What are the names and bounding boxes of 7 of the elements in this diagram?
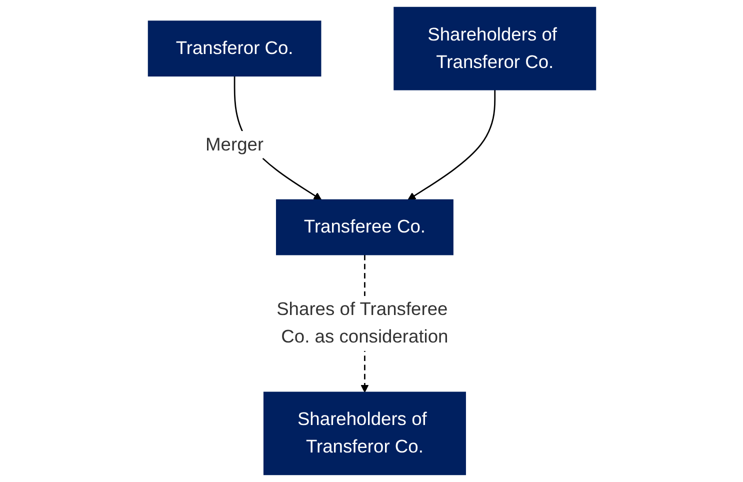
edge-label: Merger — [205, 134, 264, 155]
node-box: Transferor Co. — [147, 20, 321, 77]
node-box: Transferee Co. — [275, 199, 453, 256]
node-box: Shareholders of Transferor Co. — [393, 6, 596, 90]
edge-label: Shares of Transferee Co. as consideration — [276, 300, 448, 348]
arrow — [407, 90, 496, 200]
node-box: Shareholders of Transferor Co. — [262, 392, 466, 476]
